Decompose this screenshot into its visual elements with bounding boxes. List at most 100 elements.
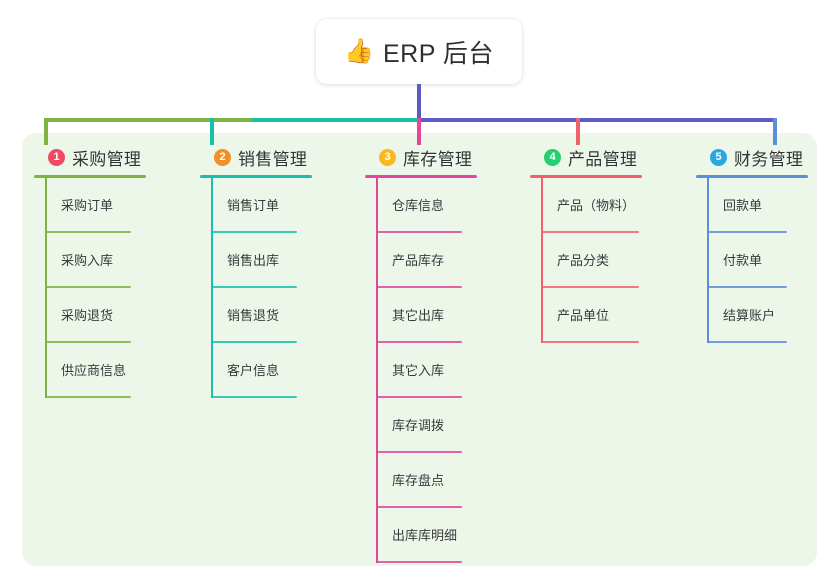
leaf-node-label: 其它出库 <box>392 308 445 323</box>
branch-title-5: 财务管理 <box>734 149 804 169</box>
branch-underline-4 <box>530 175 642 178</box>
branch-stem-4 <box>541 178 543 343</box>
branch-stem-1 <box>45 178 47 398</box>
leaf-node-underline <box>541 341 639 343</box>
leaf-node-label: 采购订单 <box>61 198 114 213</box>
leaf-node-underline <box>376 231 462 233</box>
branch-column-2: 2 销售管理销售订单销售出库销售退货客户信息 <box>200 145 312 398</box>
leaf-node-label: 供应商信息 <box>61 363 127 378</box>
leaf-node-label: 产品库存 <box>392 253 445 268</box>
leaf-node-underline <box>376 561 462 563</box>
branches-backdrop-panel <box>22 133 817 566</box>
leaf-node-underline <box>376 396 462 398</box>
leaf-node-label: 出库库明细 <box>392 528 458 543</box>
leaf-node[interactable]: 采购入库 <box>34 233 146 288</box>
leaf-node[interactable]: 销售订单 <box>200 178 312 233</box>
branch-items-3: 仓库信息产品库存其它出库其它入库库存调拨库存盘点出库库明细 <box>365 178 477 563</box>
branch-items-5: 回款单付款单结算账户 <box>696 178 808 343</box>
branch-stem-3 <box>376 178 378 563</box>
leaf-node[interactable]: 仓库信息 <box>365 178 477 233</box>
leaf-node[interactable]: 销售出库 <box>200 233 312 288</box>
leaf-node-label: 销售退货 <box>227 308 280 323</box>
branch-title-2: 销售管理 <box>238 149 308 169</box>
leaf-node-label: 仓库信息 <box>392 198 445 213</box>
leaf-node-underline <box>707 286 787 288</box>
leaf-node[interactable]: 采购退货 <box>34 288 146 343</box>
leaf-node[interactable]: 出库库明细 <box>365 508 477 563</box>
leaf-node-underline <box>211 396 297 398</box>
leaf-node[interactable]: 采购订单 <box>34 178 146 233</box>
branch-title-4: 产品管理 <box>568 149 638 169</box>
leaf-node-label: 产品单位 <box>557 308 610 323</box>
leaf-node-label: 采购退货 <box>61 308 114 323</box>
branch-underline-5 <box>696 175 808 178</box>
branch-stem-5 <box>707 178 709 343</box>
leaf-node-underline <box>707 231 787 233</box>
branch-header-4[interactable]: 4 产品管理 <box>530 145 642 169</box>
leaf-node-underline <box>211 341 297 343</box>
leaf-node-underline <box>211 231 297 233</box>
leaf-node-underline <box>45 341 131 343</box>
branch-underline-1 <box>34 175 146 178</box>
leaf-node-label: 回款单 <box>723 198 763 213</box>
branch-column-3: 3 库存管理仓库信息产品库存其它出库其它入库库存调拨库存盘点出库库明细 <box>365 145 477 563</box>
leaf-node[interactable]: 产品库存 <box>365 233 477 288</box>
branch-title-3: 库存管理 <box>403 149 473 169</box>
branch-column-1: 1 采购管理采购订单采购入库采购退货供应商信息 <box>34 145 146 398</box>
leaf-node-label: 销售订单 <box>227 198 280 213</box>
leaf-node-underline <box>45 286 131 288</box>
leaf-node-label: 库存盘点 <box>392 473 445 488</box>
branch-title-1: 采购管理 <box>72 149 142 169</box>
leaf-node[interactable]: 产品单位 <box>530 288 642 343</box>
branch-underline-3 <box>365 175 477 178</box>
leaf-node-label: 产品分类 <box>557 253 610 268</box>
leaf-node[interactable]: 付款单 <box>696 233 808 288</box>
branch-header-5[interactable]: 5 财务管理 <box>696 145 808 169</box>
leaf-node[interactable]: 库存盘点 <box>365 453 477 508</box>
branch-items-2: 销售订单销售出库销售退货客户信息 <box>200 178 312 398</box>
leaf-node-label: 库存调拨 <box>392 418 445 433</box>
branch-badge-3: 3 <box>379 148 396 166</box>
leaf-node[interactable]: 结算账户 <box>696 288 808 343</box>
leaf-node[interactable]: 客户信息 <box>200 343 312 398</box>
leaf-node-underline <box>707 341 787 343</box>
root-node-title: ERP 后台 <box>382 39 494 68</box>
branch-badge-2: 2 <box>214 148 231 166</box>
leaf-node-underline <box>45 231 131 233</box>
branch-header-1[interactable]: 1 采购管理 <box>34 145 146 169</box>
leaf-node-underline <box>541 286 639 288</box>
leaf-node-underline <box>376 341 462 343</box>
branch-column-5: 5 财务管理回款单付款单结算账户 <box>696 145 808 343</box>
leaf-node[interactable]: 其它出库 <box>365 288 477 343</box>
branch-badge-1: 1 <box>48 148 65 166</box>
leaf-node[interactable]: 供应商信息 <box>34 343 146 398</box>
leaf-node[interactable]: 销售退货 <box>200 288 312 343</box>
branch-items-1: 采购订单采购入库采购退货供应商信息 <box>34 178 146 398</box>
root-node[interactable]: 👍 ERP 后台 <box>316 19 522 84</box>
leaf-node-label: 结算账户 <box>723 308 776 323</box>
leaf-node[interactable]: 产品（物料） <box>530 178 642 233</box>
leaf-node-label: 客户信息 <box>227 363 280 378</box>
branch-underline-2 <box>200 175 312 178</box>
leaf-node-underline <box>45 396 131 398</box>
leaf-node-label: 采购入库 <box>61 253 114 268</box>
branch-column-4: 4 产品管理产品（物料） 产品分类产品单位 <box>530 145 642 343</box>
leaf-node[interactable]: 其它入库 <box>365 343 477 398</box>
branch-header-2[interactable]: 2 销售管理 <box>200 145 312 169</box>
leaf-node-label: 产品（物料） <box>557 198 636 213</box>
branch-badge-5: 5 <box>710 148 727 166</box>
leaf-node[interactable]: 回款单 <box>696 178 808 233</box>
leaf-node-label: 销售出库 <box>227 253 280 268</box>
leaf-node-underline <box>376 286 462 288</box>
branch-header-3[interactable]: 3 库存管理 <box>365 145 477 169</box>
leaf-node-underline <box>376 506 462 508</box>
leaf-node[interactable]: 库存调拨 <box>365 398 477 453</box>
thumbs-up-icon: 👍 <box>344 37 374 65</box>
leaf-node-label: 其它入库 <box>392 363 445 378</box>
branch-badge-4: 4 <box>544 148 561 166</box>
leaf-node[interactable]: 产品分类 <box>530 233 642 288</box>
leaf-node-label: 付款单 <box>723 253 763 268</box>
leaf-node-underline <box>541 231 639 233</box>
branch-stem-2 <box>211 178 213 398</box>
